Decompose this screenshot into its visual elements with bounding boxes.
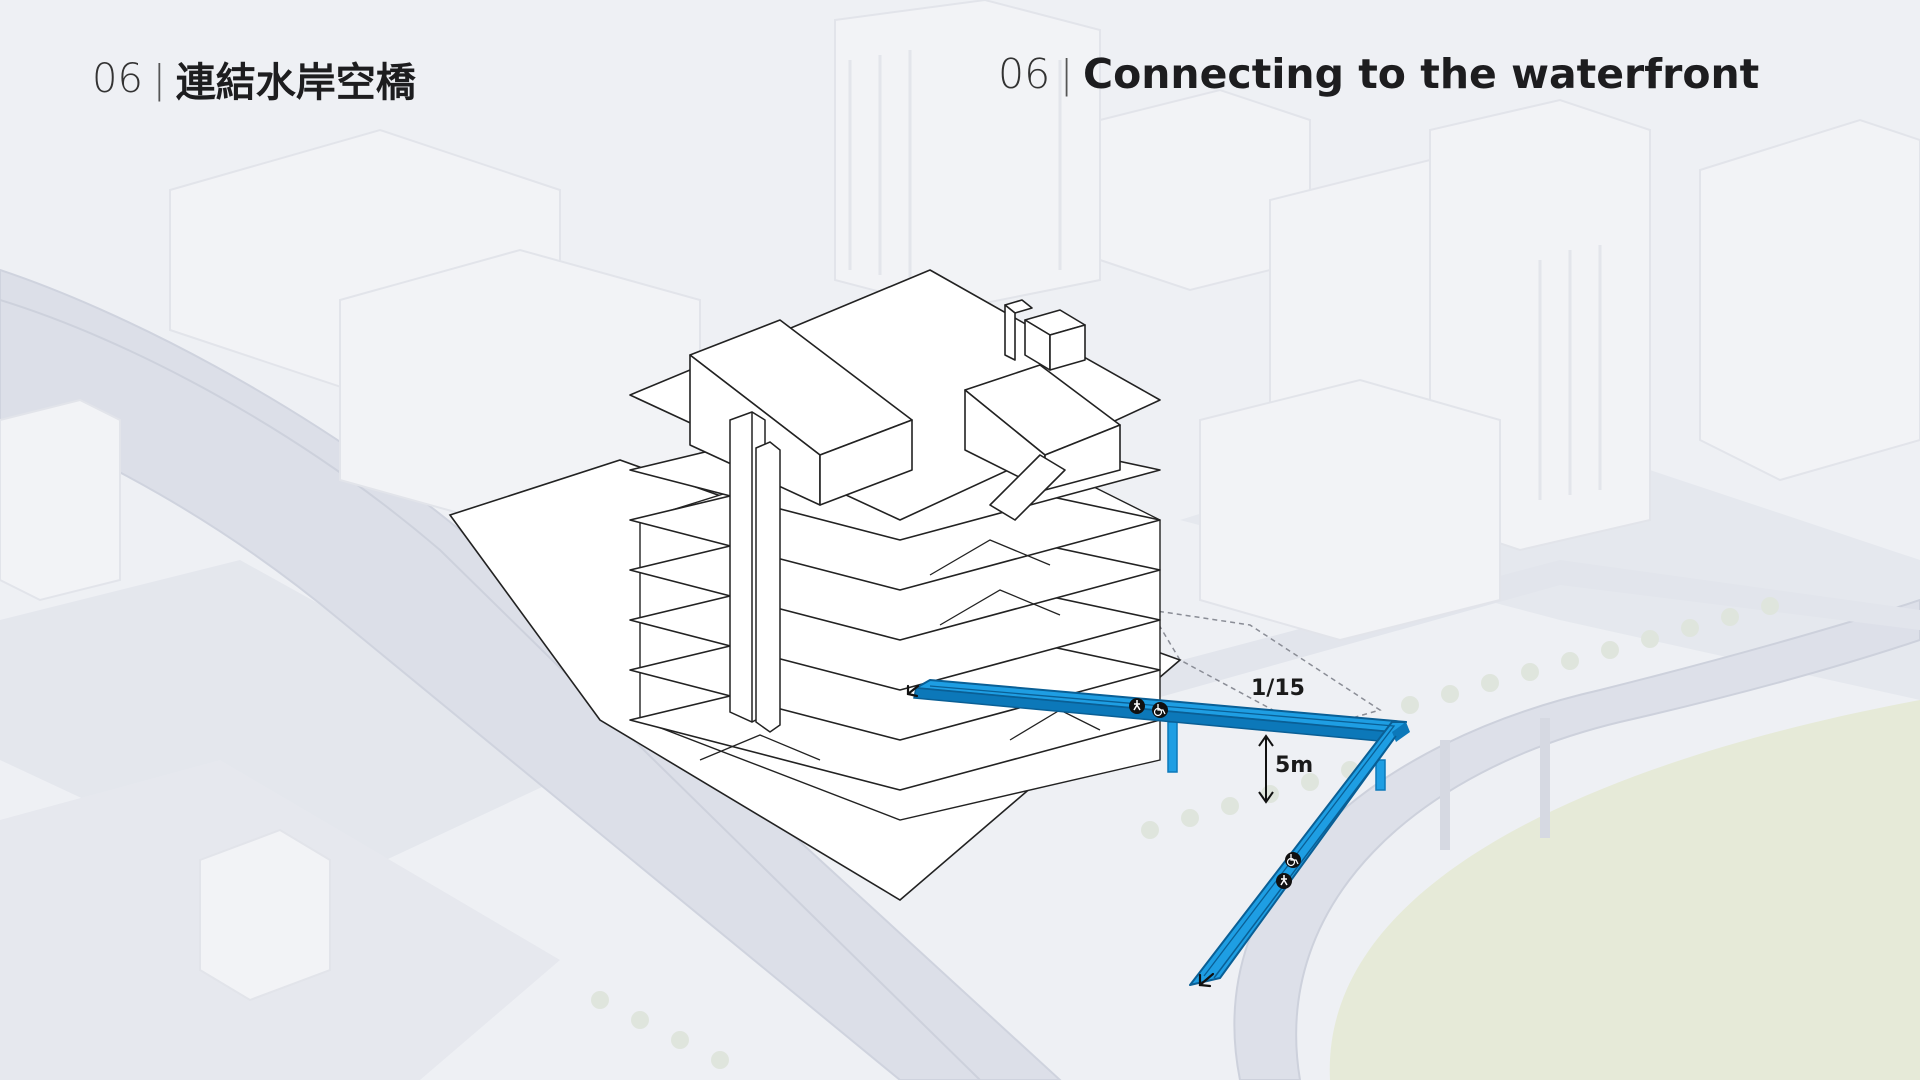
bridge-pier xyxy=(1167,721,1178,773)
waterfront-skybridge xyxy=(906,679,1410,988)
height-dimension xyxy=(1258,734,1274,804)
title-chinese: 06 | 連結水岸空橋 xyxy=(92,50,416,108)
height-label: 5m xyxy=(1275,753,1313,778)
title-en-text: Connecting to the waterfront xyxy=(1082,50,1760,98)
pedestrian-icon xyxy=(1276,873,1292,889)
title-zh-text: 連結水岸空橋 xyxy=(175,60,416,106)
pedestrian-icon xyxy=(1129,698,1145,714)
direction-arrow-icon xyxy=(906,684,1215,988)
title-english: 06 | Connecting to the waterfront xyxy=(998,50,1759,98)
building-axonometric xyxy=(448,269,1182,901)
title-en-separator: | xyxy=(1060,52,1073,96)
wheelchair-icon xyxy=(1152,702,1168,718)
wheelchair-icon xyxy=(1285,852,1301,868)
flyover-ramp xyxy=(1233,598,1920,1080)
park-lawn xyxy=(1329,700,1920,1080)
bridge-pier xyxy=(1375,759,1386,791)
title-zh-number: 06 xyxy=(92,56,143,102)
slope-label: 1/15 xyxy=(1251,676,1305,701)
title-zh-separator: | xyxy=(152,57,166,101)
title-en-number: 06 xyxy=(998,50,1051,98)
